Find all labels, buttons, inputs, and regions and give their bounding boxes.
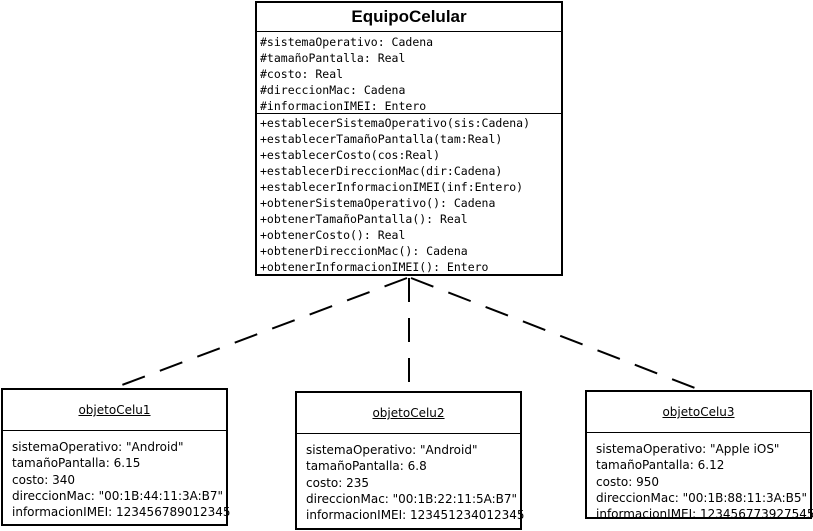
operation: +obtenerTamañoPantalla(): Real [260, 212, 468, 226]
object-box-objetocelu1[interactable]: objetoCelu1 sistemaOperativo: "Android" … [1, 388, 231, 526]
object-slot: direccionMac: "00:1B:44:11:3A:B7" [12, 488, 224, 503]
object-slots: sistemaOperativo: "Android" tamañoPantal… [3, 431, 231, 520]
object-slot: costo: 950 [596, 474, 659, 489]
class-operations: +establecerSistemaOperativo(sis:Cadena) … [257, 114, 561, 275]
class-name: EquipoCelular [257, 3, 561, 32]
class-attributes: #sistemaOperativo: Cadena #tamañoPantall… [257, 32, 561, 114]
attribute: #tamañoPantalla: Real [260, 51, 406, 65]
object-name: objetoCelu2 [297, 393, 520, 434]
operation: +obtenerSistemaOperativo(): Cadena [260, 196, 496, 210]
object-name: objetoCelu1 [3, 390, 226, 431]
operation: +establecerSistemaOperativo(sis:Cadena) [260, 116, 531, 130]
connector-objetoCelu3 [410, 277, 701, 391]
object-slot: costo: 235 [306, 475, 369, 490]
operation: +obtenerCosto(): Real [260, 228, 406, 242]
operation: +obtenerDireccionMac(): Cadena [260, 244, 468, 258]
object-slot: direccionMac: "00:1B:22:11:5A:B7" [306, 491, 518, 506]
attribute: #costo: Real [260, 67, 344, 81]
object-slot: informacionIMEI: 123451234012345 [306, 508, 525, 523]
class-box-equipocelular[interactable]: EquipoCelular #sistemaOperativo: Cadena … [255, 1, 563, 276]
attribute: #sistemaOperativo: Cadena [260, 35, 434, 49]
operation: +establecerCosto(cos:Real) [260, 148, 441, 162]
operation: +establecerInformacionIMEI(inf:Entero) [260, 180, 524, 194]
operation: +establecerTamañoPantalla(tam:Real) [260, 132, 503, 146]
object-slots: sistemaOperativo: "Android" tamañoPantal… [297, 434, 525, 523]
object-box-objetocelu2[interactable]: objetoCelu2 sistemaOperativo: "Android" … [295, 391, 525, 530]
object-slot: sistemaOperativo: "Android" [12, 440, 184, 454]
object-slot: tamañoPantalla: 6.12 [596, 458, 725, 473]
object-slot: tamañoPantalla: 6.15 [12, 456, 141, 471]
attribute: #direccionMac: Cadena [260, 83, 406, 97]
object-slot: sistemaOperativo: "Android" [306, 443, 478, 457]
object-slot: informacionIMEI: 123456773927545 [596, 507, 813, 522]
object-slot: sistemaOperativo: "Apple iOS" [596, 442, 780, 456]
object-slots: sistemaOperativo: "Apple iOS" tamañoPant… [587, 433, 813, 522]
connector-objetoCelu1 [121, 277, 408, 386]
operation: +obtenerInformacionIMEI(): Entero [260, 260, 489, 274]
object-slot: costo: 340 [12, 472, 75, 487]
object-slot: informacionIMEI: 123456789012345 [12, 505, 231, 520]
operation: +establecerDireccionMac(dir:Cadena) [260, 164, 503, 178]
object-box-objetocelu3[interactable]: objetoCelu3 sistemaOperativo: "Apple iOS… [585, 390, 813, 522]
object-slot: tamañoPantalla: 6.8 [306, 459, 427, 474]
attribute: #informacionIMEI: Entero [260, 99, 427, 113]
object-slot: direccionMac: "00:1B:88:11:3A:B5" [596, 490, 808, 505]
object-name: objetoCelu3 [587, 392, 810, 433]
